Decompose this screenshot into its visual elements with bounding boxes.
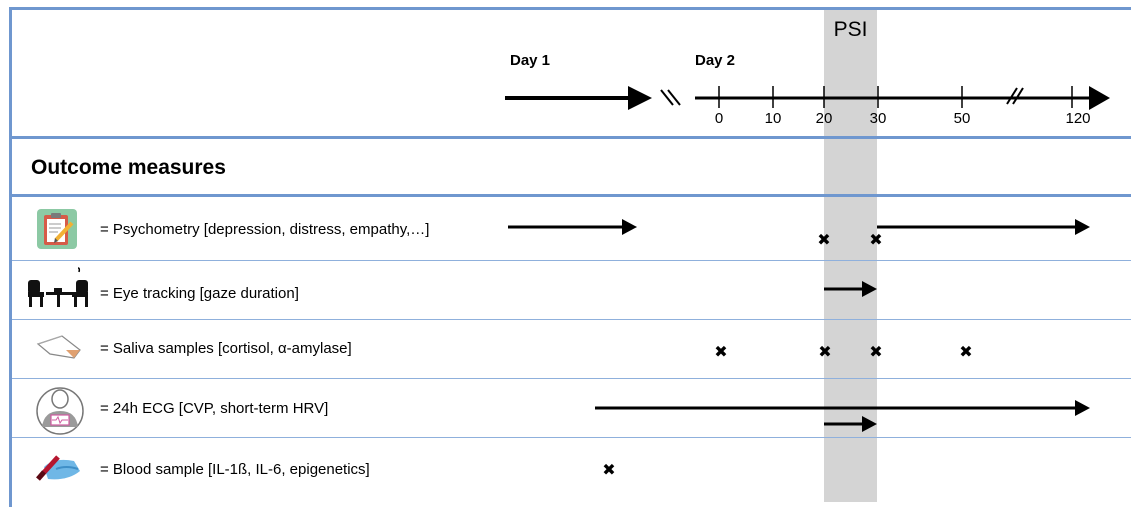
day1-label: Day 1 [510, 52, 551, 69]
measurement-marker: ✖ [602, 460, 615, 479]
axis-break-mark [1006, 87, 1024, 105]
day2-timeline-axis [695, 86, 1110, 110]
psychometry-followup-arrow [877, 219, 1090, 235]
measurement-marker: ✖ [818, 342, 831, 361]
row-label-ecg: = 24h ECG [CVP, short-term HRV] [100, 400, 329, 417]
measurement-marker: ✖ [714, 342, 727, 361]
header-divider [12, 136, 1131, 139]
row-divider [12, 260, 1131, 261]
tick-label: 20 [815, 110, 833, 127]
tick-label: 10 [764, 110, 782, 127]
tick-label: 50 [953, 110, 971, 127]
break-mark [660, 89, 681, 106]
row-divider [12, 319, 1131, 320]
row-label-saliva: = Saliva samples [cortisol, α-amylase] [100, 340, 352, 357]
blood-sample-hand-icon [36, 455, 80, 481]
ecg-24h-arrow [595, 400, 1090, 416]
diagram-frame [9, 7, 1131, 507]
measurement-marker: ✖ [817, 230, 830, 249]
row-label-psychometry: = Psychometry [depression, distress, emp… [100, 221, 430, 238]
ecg-person-icon [36, 387, 84, 435]
section-title: Outcome measures [31, 156, 226, 179]
psi-label: PSI [833, 18, 868, 41]
measurement-marker: ✖ [869, 342, 882, 361]
ecg-short-term-arrow [824, 416, 877, 432]
saliva-tube-icon [36, 335, 81, 359]
clipboard-icon [37, 209, 77, 249]
section-divider [12, 194, 1131, 197]
axis-tick-marks [718, 86, 1073, 108]
eye-tracking-arrow [824, 281, 877, 297]
row-label-blood: = Blood sample [IL-1ß, IL-6, epigenetics… [100, 461, 370, 478]
tick-label: 120 [1065, 110, 1091, 127]
day2-label: Day 2 [695, 52, 736, 69]
row-label-eye-tracking: = Eye tracking [gaze duration] [100, 285, 299, 302]
tick-label: 30 [869, 110, 887, 127]
two-people-at-desk-icon [28, 267, 88, 307]
measurement-marker: ✖ [959, 342, 972, 361]
psychometry-day1-arrow [508, 219, 637, 235]
measurement-marker: ✖ [869, 230, 882, 249]
row-divider [12, 437, 1131, 438]
row-divider [12, 378, 1131, 379]
day1-arrow [505, 86, 652, 110]
tick-label: 0 [714, 110, 724, 127]
